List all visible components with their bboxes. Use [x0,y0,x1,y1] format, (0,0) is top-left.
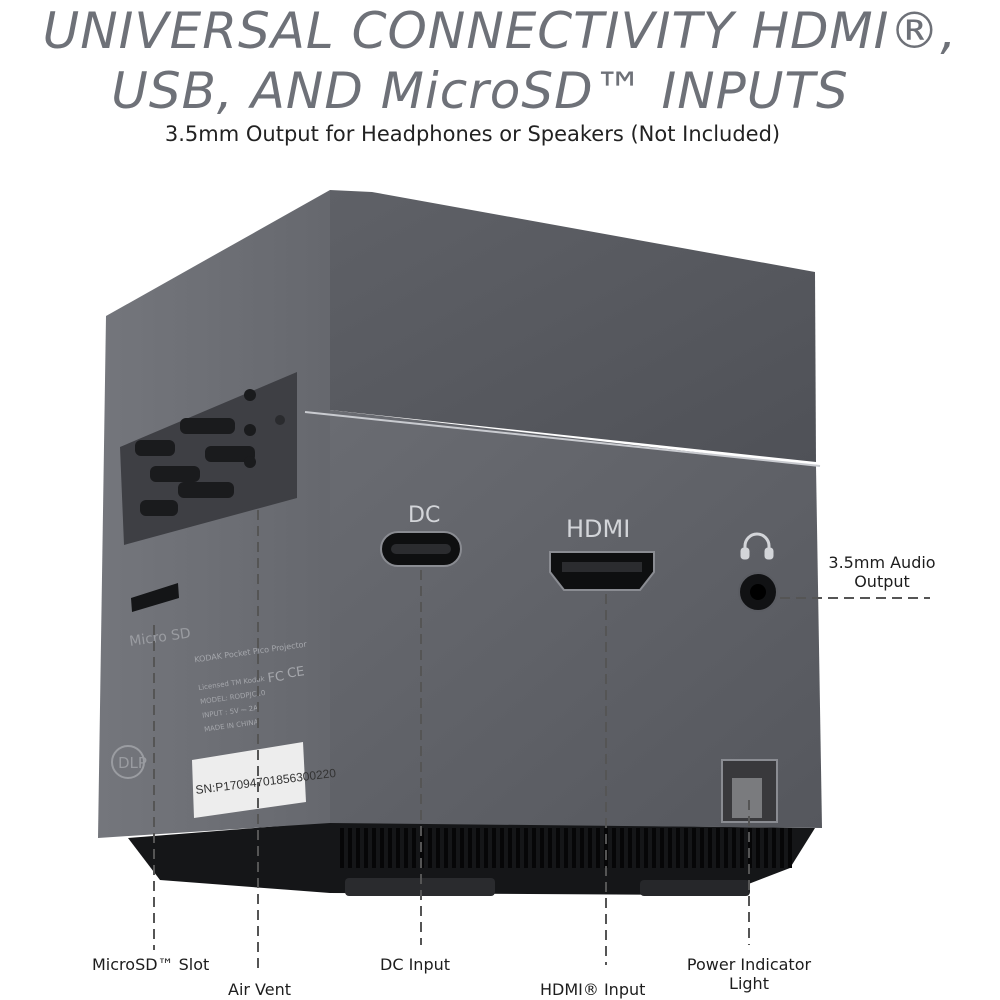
callout-dc-input: DC Input [380,955,451,974]
vent-slat [740,828,744,868]
ce-mark: CE [286,664,305,681]
vent-slat [452,828,456,868]
callout-microsd-slot: MicroSD™ Slot [92,955,210,974]
vent-slat [636,828,640,868]
vent-slat [628,828,632,868]
callout-power-indicator: Power Indicator Light [684,955,814,993]
vent-slat [396,828,400,868]
vent-slat [668,828,672,868]
vent-slat [500,828,504,868]
dc-port [380,531,462,567]
callout-power-indicator-line1: Power Indicator [686,955,812,974]
vent-slat [732,828,736,868]
vent-slat [660,828,664,868]
vent-slat [468,828,472,868]
vent-slat [700,828,704,868]
dlp-logo: DLP [111,745,147,779]
vent-slat [532,828,536,868]
microsd-slot [131,583,179,612]
vent-slat [340,828,344,868]
vent-slat [756,828,760,868]
vent-slat [444,828,448,868]
vent-slat [372,828,376,868]
vent-slat [364,828,368,868]
vent-slat [772,828,776,868]
air-vent [120,372,297,545]
callout-lines [153,510,930,970]
vent-slat [716,828,720,868]
vent-slat [708,828,712,868]
callout-audio-output: 3.5mm Audio Output [822,553,942,591]
vent-slat [516,828,520,868]
vent-slat [524,828,528,868]
hdmi-port-label: HDMI [566,515,630,543]
vent-slat [548,828,552,868]
fc-mark: FC [267,669,285,686]
vent-slat [724,828,728,868]
dc-port-label: DC [408,503,440,528]
callout-hdmi-input: HDMI® Input [540,980,646,999]
subtitle: 3.5mm Output for Headphones or Speakers … [164,122,781,146]
vent-slat [764,828,768,868]
vent-slat [604,828,608,868]
vent-slat [644,828,648,868]
vent-slat [788,828,792,868]
vent-slat [436,828,440,868]
projector-top-face [330,190,816,462]
headline-line-2: USB, AND MicroSD™ INPUTS [111,62,849,120]
vent-slat [460,828,464,868]
vent-slat [556,828,560,868]
headline-line-1: UNIVERSAL CONNECTIVITY HDMI®, [42,2,958,60]
vent-slat [780,828,784,868]
vent-slat [484,828,488,868]
vent-slat [612,828,616,868]
vent-slat [508,828,512,868]
vent-slat [572,828,576,868]
vent-slat [348,828,352,868]
audio-jack [738,572,778,612]
vent-slat [540,828,544,868]
vent-slat [692,828,696,868]
projector-front-face [330,410,822,828]
vent-slat [428,828,432,868]
seam-line [304,411,821,467]
vent-slat [476,828,480,868]
callout-power-indicator-line2: Light [729,974,769,993]
vent-slat [380,828,384,868]
vent-slat [580,828,584,868]
vent-slat [404,828,408,868]
vent-slat [596,828,600,868]
power-indicator-light [721,759,778,823]
vent-slat [684,828,688,868]
vent-slat [620,828,624,868]
vent-slat [356,828,360,868]
vent-slat [676,828,680,868]
vent-slat [588,828,592,868]
headphone-icon [740,532,774,560]
bottom-vent [340,828,792,868]
vent-slat [412,828,416,868]
callout-audio-output-line2: Output [854,572,910,591]
vent-slat [388,828,392,868]
vent-slat [564,828,568,868]
callout-audio-output-line1: 3.5mm Audio [828,553,936,572]
vent-slat [492,828,496,868]
hdmi-port [549,551,655,591]
svg-text:DLP: DLP [118,754,147,772]
callout-air-vent: Air Vent [228,980,292,999]
vent-slat [652,828,656,868]
